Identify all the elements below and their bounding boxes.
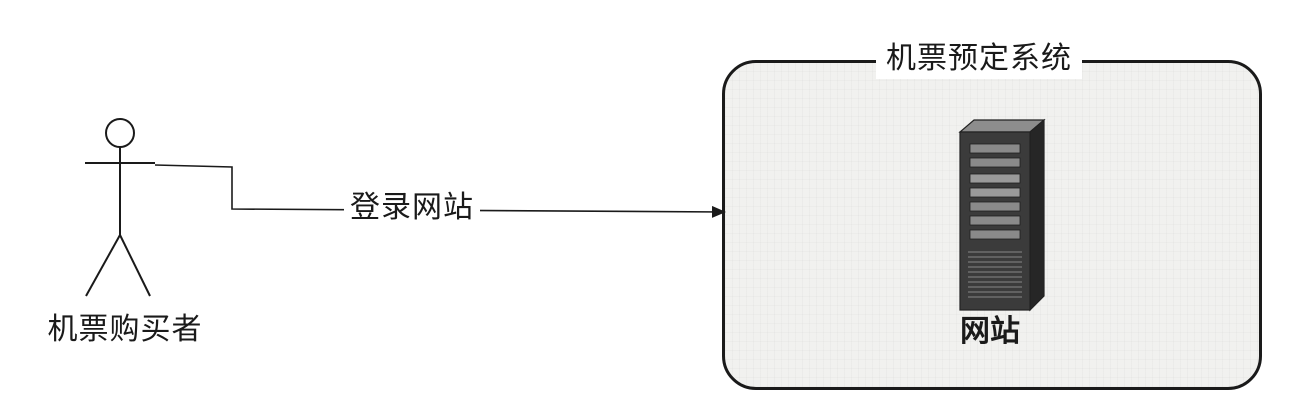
actor-stick-figure-icon	[85, 118, 155, 297]
actor-right-leg	[119, 234, 151, 297]
system-title: 机票预定系统	[876, 39, 1082, 79]
actor-label: 机票购买者	[47, 312, 203, 347]
server-label: 网站	[960, 314, 1020, 349]
server-tower-icon	[958, 118, 1046, 312]
connector-label: 登录网站	[344, 188, 480, 228]
actor-left-leg	[85, 234, 121, 297]
